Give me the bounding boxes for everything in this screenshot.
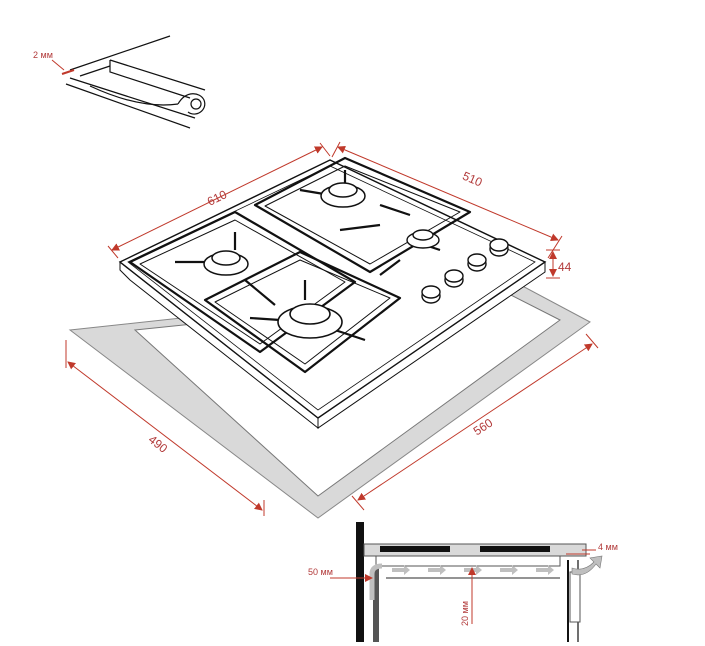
curved-arrow-icon — [571, 555, 603, 576]
knob-1 — [421, 285, 441, 304]
side-gap-label: 50 мм — [308, 567, 333, 577]
dim-cutout-depth-label: 490 — [146, 432, 171, 456]
dim-height-label: 44 — [558, 260, 572, 274]
dim-height-44 — [546, 249, 560, 279]
knob-2 — [444, 269, 464, 288]
dim-cutout-490 — [65, 340, 265, 516]
airflow-down-icon — [369, 563, 383, 600]
vent-gap-label: 4 мм — [598, 542, 618, 552]
bottom-gap-label: 20 мм — [460, 601, 470, 626]
seal-gap-label: 2 мм — [33, 50, 53, 60]
seal-detail — [61, 35, 206, 129]
dim-cutout-width-label: 560 — [471, 415, 496, 438]
knob-3 — [467, 253, 487, 272]
burner-rear-left — [203, 250, 249, 276]
control-knobs — [421, 238, 509, 304]
knob-4 — [489, 238, 509, 257]
dim-width-610 — [107, 142, 331, 259]
dim-width-label: 610 — [205, 187, 229, 209]
section-view — [330, 522, 603, 642]
dim-cutout-560 — [351, 333, 599, 511]
burner-front-large — [277, 303, 343, 339]
dim-depth-label: 510 — [460, 169, 484, 190]
